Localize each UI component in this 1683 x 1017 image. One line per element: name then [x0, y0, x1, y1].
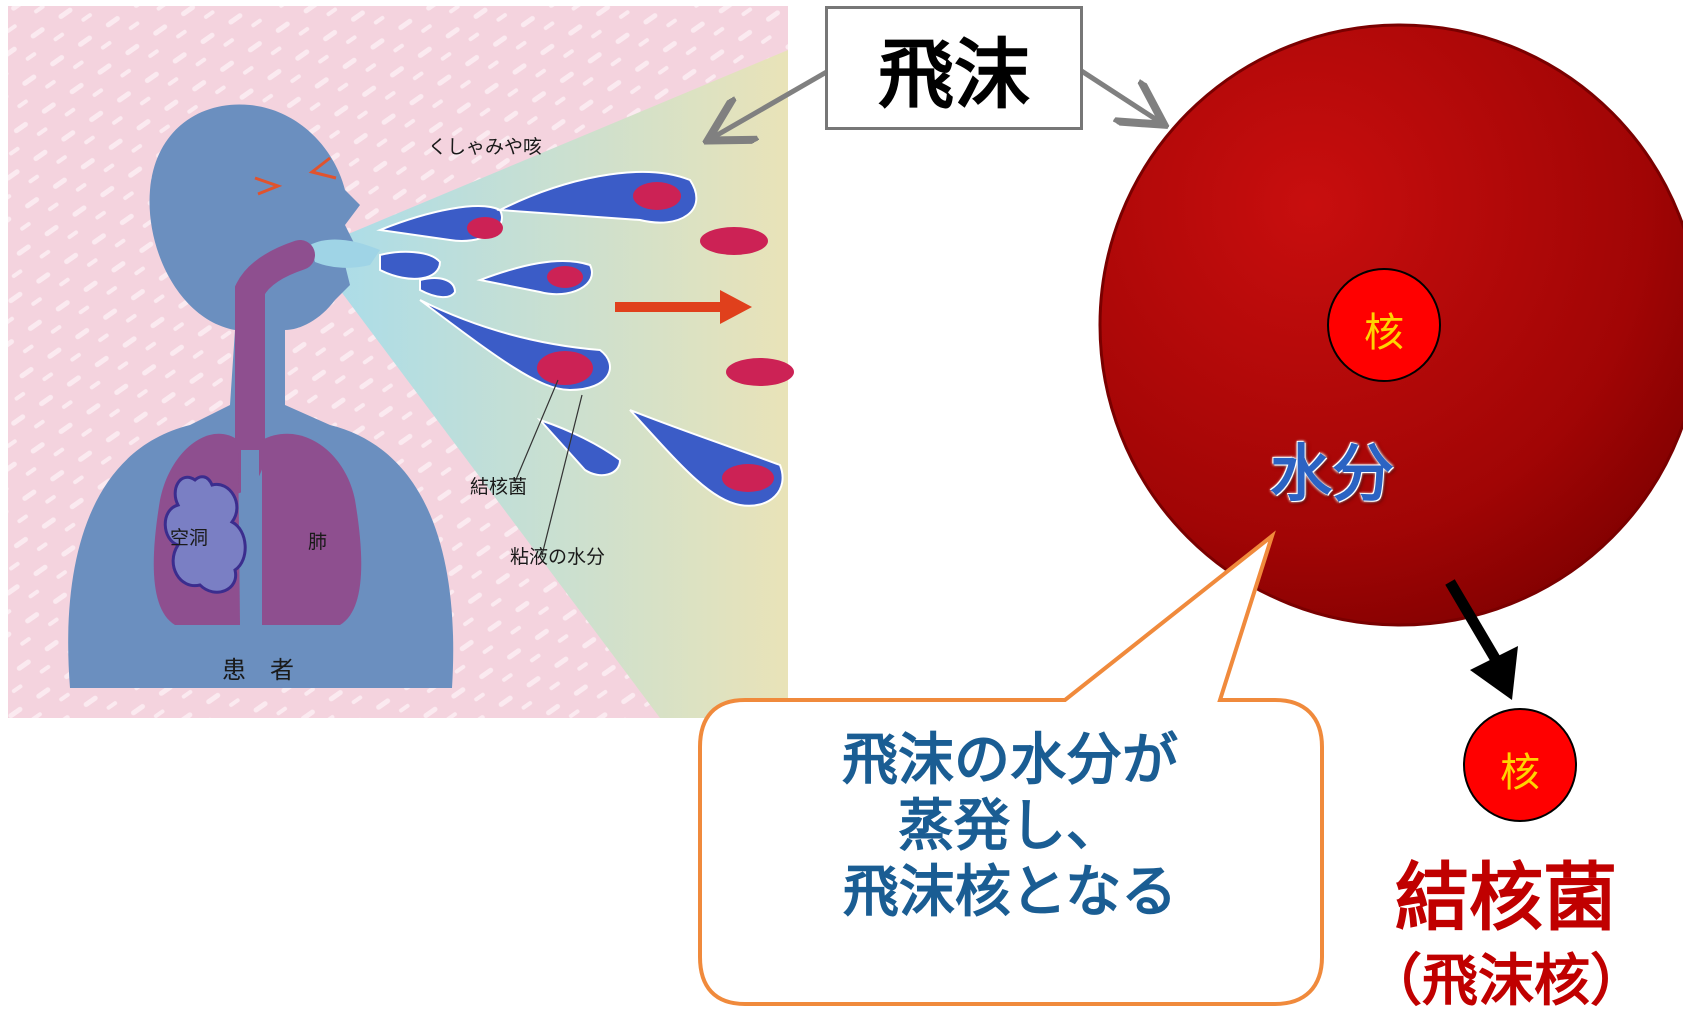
result-subtitle: （飛沫核）	[1366, 949, 1646, 1014]
pointer-lines	[514, 379, 583, 556]
motion-arrow-icon	[615, 290, 752, 324]
title-text: 飛沫	[878, 30, 1030, 119]
label-mucus: 粘液の水分	[510, 546, 606, 568]
title-box: 飛沫	[825, 6, 1083, 130]
droplet-nucleus	[1327, 268, 1441, 382]
result-nucleus-label: 核	[1500, 750, 1540, 796]
spray-droplets	[376, 170, 784, 507]
eye-mark-icon	[254, 176, 283, 196]
title-arrow-left	[712, 67, 832, 138]
callout-line-1: 飛沫の水分が	[842, 728, 1178, 793]
callout-text: 飛沫の水分が 蒸発し、 飛沫核となる	[705, 728, 1315, 926]
cavity	[163, 475, 247, 594]
callout-line-2: 蒸発し、	[898, 794, 1122, 859]
right-lung	[262, 433, 362, 625]
result-nucleus	[1463, 708, 1577, 822]
label-cavity: 空洞	[170, 527, 209, 549]
eye-mark-icon	[308, 156, 337, 180]
callout-line-3: 飛沫核となる	[842, 860, 1178, 925]
evaporation-arrow-icon	[1445, 579, 1518, 700]
label-lung: 肺	[308, 531, 328, 553]
droplet-nucleus-label: 核	[1364, 310, 1404, 356]
free-nuclei	[700, 227, 794, 386]
callout-bubble	[698, 530, 1324, 1006]
label-sneeze: くしゃみや咳	[428, 136, 543, 158]
label-bacteria: 結核菌	[470, 476, 528, 498]
title-arrow-right	[1078, 67, 1160, 122]
result-title: 結核菌	[1395, 855, 1617, 941]
water-label: 水分	[1269, 437, 1394, 510]
patient-figure	[68, 104, 454, 688]
label-patient: 患 者	[222, 656, 294, 684]
